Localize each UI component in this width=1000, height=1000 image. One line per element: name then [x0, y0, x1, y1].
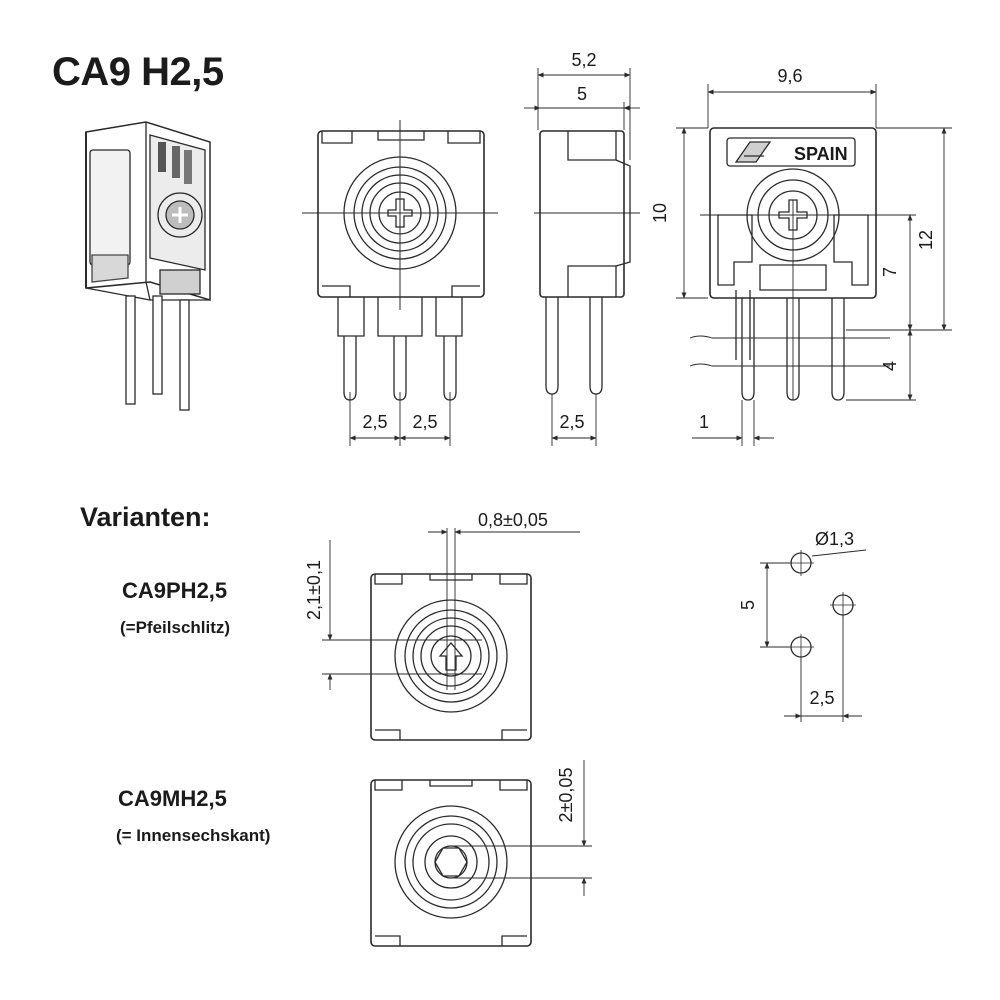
brand-logo-text: SPAIN: [794, 144, 848, 164]
dim-slot-depth: 2,1±0,1: [304, 560, 324, 620]
dim-total-height: 12: [916, 230, 936, 250]
dim-side-pitch: 2,5: [559, 412, 584, 432]
perspective-view: [85, 121, 211, 411]
dim-front-pitch-1: 2,5: [362, 412, 387, 432]
dim-seven: 7: [880, 267, 900, 277]
dim-hex-depth: 2±0,05: [556, 768, 576, 823]
dim-hole-diameter: Ø1,3: [815, 529, 854, 549]
variant-mh-name: CA9MH2,5: [118, 786, 227, 811]
variant-ph-desc: (=Pfeilschlitz): [120, 618, 231, 637]
rear-view: SPAIN 9,6 10 1: [650, 66, 952, 446]
dim-outer-depth: 5,2: [571, 50, 596, 70]
dim-body-height: 10: [650, 203, 670, 223]
dim-footprint-horizontal: 2,5: [809, 688, 834, 708]
dim-footprint-vertical: 5: [738, 600, 758, 610]
variant-ph-view: 0,8±0,05 2,1±0,1: [304, 510, 580, 741]
variants-heading: Varianten:: [80, 502, 211, 532]
front-view: 2,5 2,5: [302, 120, 498, 446]
dim-pin-length: 4: [880, 361, 900, 371]
variant-mh-desc: (= Innensechskant): [116, 826, 271, 845]
dim-pin-width: 1: [699, 412, 709, 432]
dim-slot-width: 0,8±0,05: [478, 510, 548, 530]
side-view: 5,2 5 2,5: [524, 50, 640, 446]
dim-width: 9,6: [777, 66, 802, 86]
dim-inner-depth: 5: [577, 84, 587, 104]
part-title: CA9 H2,5: [52, 50, 224, 94]
dim-front-pitch-2: 2,5: [412, 412, 437, 432]
pcb-footprint: 5 Ø1,3 2,5: [738, 529, 867, 722]
variant-ph-name: CA9PH2,5: [122, 578, 228, 603]
variant-mh-view: 2±0,05: [370, 760, 592, 947]
